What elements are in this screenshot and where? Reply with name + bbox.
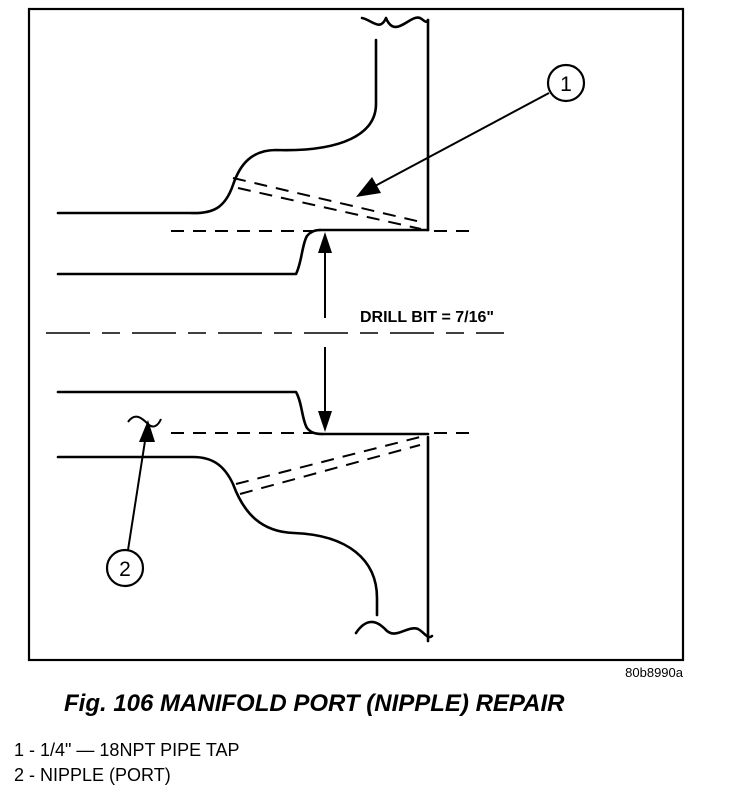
figure-frame bbox=[27, 7, 685, 662]
callout-1-leader bbox=[374, 92, 550, 187]
callout-1-circle bbox=[546, 63, 586, 103]
callout-1: 1 bbox=[356, 63, 586, 197]
manifold-wall-outline bbox=[56, 16, 434, 643]
callout-2-circle bbox=[105, 548, 145, 588]
hidden-lines bbox=[171, 177, 470, 495]
figure-caption: Fig. 106 MANIFOLD PORT (NIPPLE) REPAIR bbox=[64, 690, 565, 717]
drill-bit-dimension-arrow bbox=[318, 232, 332, 432]
drill-bit-label: DRILL BIT = 7/16" bbox=[360, 309, 494, 326]
callout-2-leader bbox=[127, 440, 146, 551]
legend-item-1: 1 - 1/4" — 18NPT PIPE TAP bbox=[14, 740, 240, 760]
tilde-mark bbox=[127, 415, 162, 428]
callout-1-number: 1 bbox=[560, 73, 572, 96]
legend-item-2: 2 - NIPPLE (PORT) bbox=[14, 765, 171, 785]
callout-1-arrowhead bbox=[356, 177, 381, 197]
callout-2-arrowhead bbox=[139, 420, 155, 442]
nipple-outline bbox=[56, 228, 430, 436]
legend: 1 - 1/4" — 18NPT PIPE TAP 2 - NIPPLE (PO… bbox=[14, 738, 239, 788]
callout-2: 2 bbox=[105, 415, 162, 588]
image-code: 80b8990a bbox=[625, 665, 684, 680]
callout-2-number: 2 bbox=[119, 558, 131, 581]
